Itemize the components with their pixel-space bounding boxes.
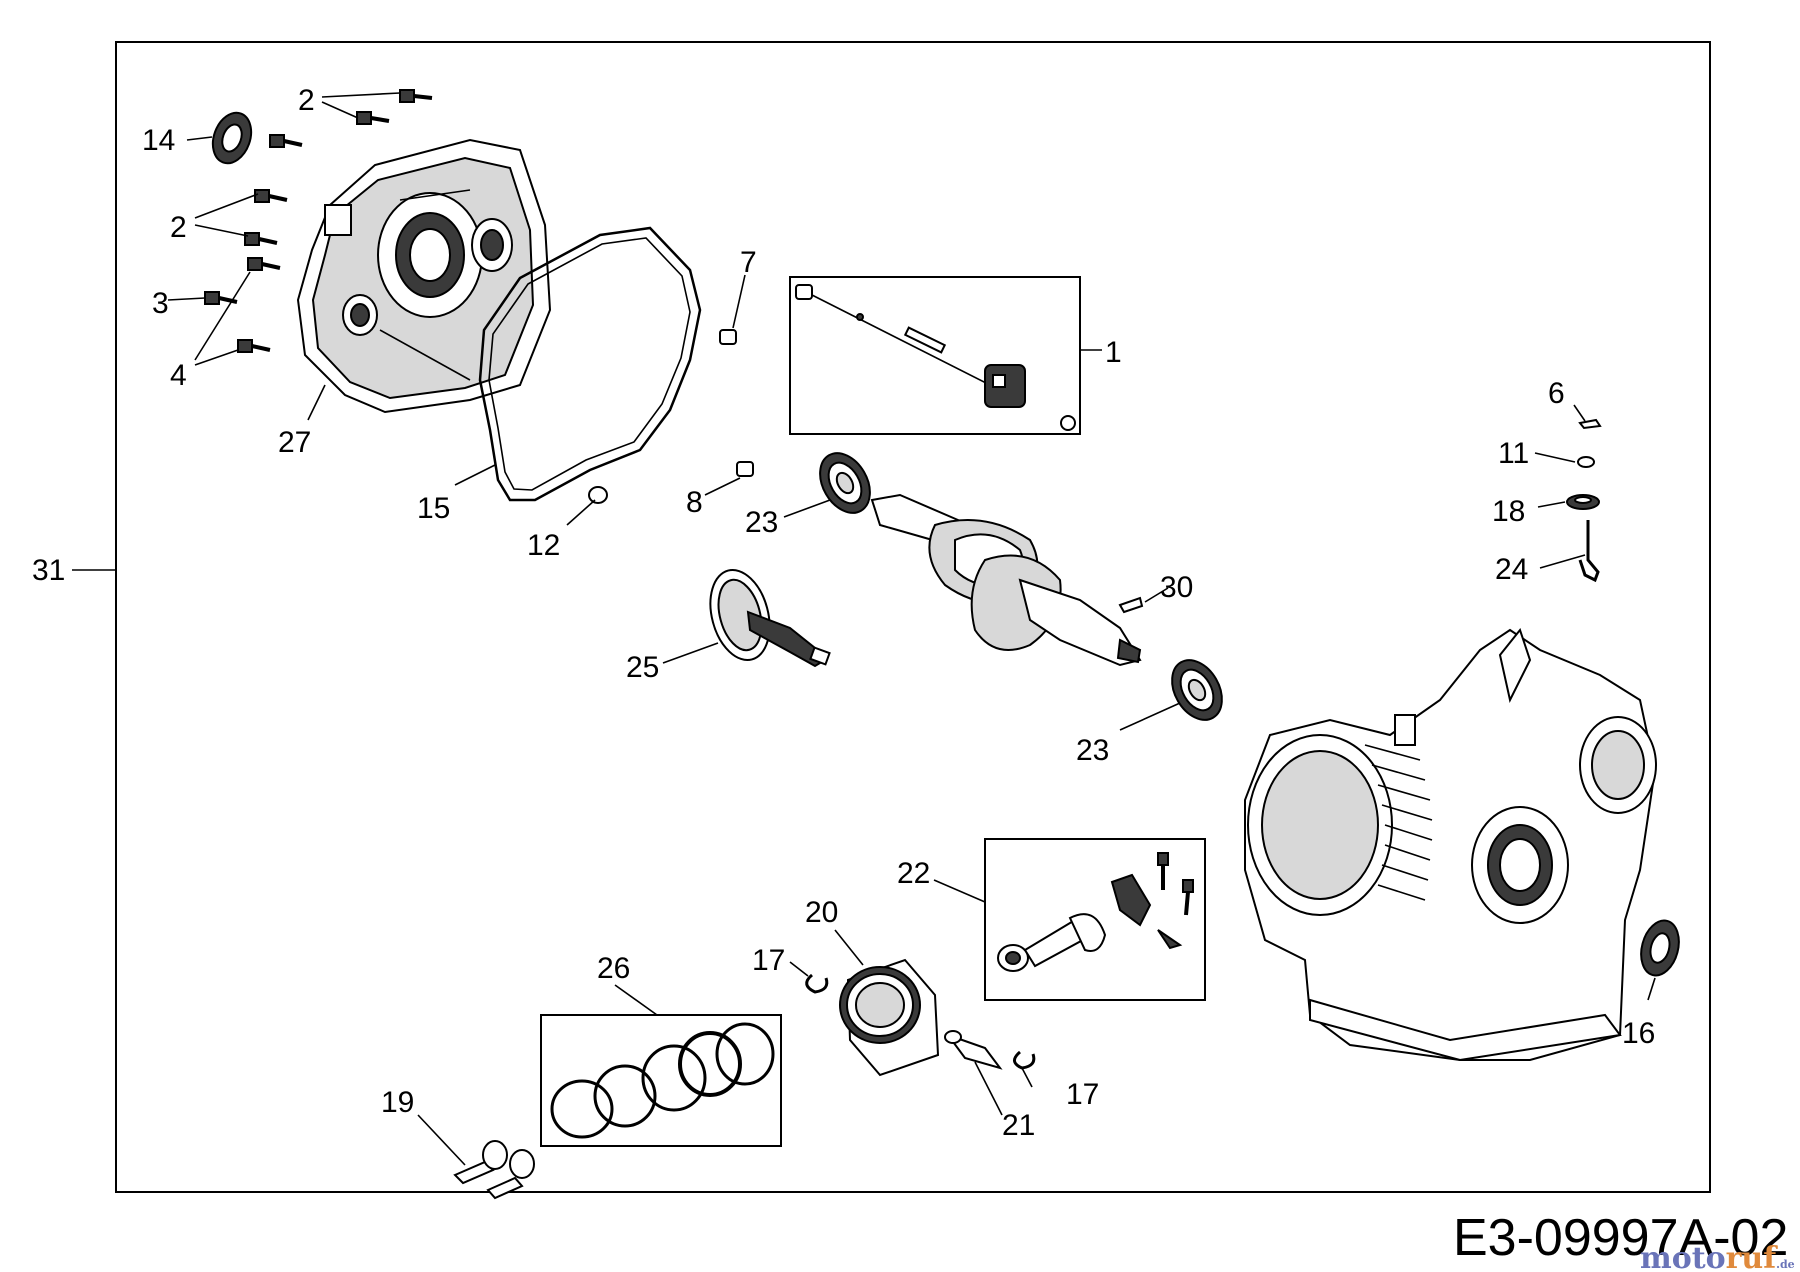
callout-23-top: 23 — [745, 506, 778, 539]
connecting-rod-kit-box — [984, 838, 1206, 1001]
leader-lines — [72, 92, 1656, 1166]
callout-17-right: 17 — [1066, 1078, 1099, 1111]
callout-15: 15 — [417, 492, 450, 525]
callout-24: 24 — [1495, 553, 1528, 586]
dowel-pin-icon — [736, 461, 754, 477]
governor-arm-parts — [1566, 418, 1602, 583]
callout-7: 7 — [740, 246, 757, 279]
tappet-icon — [453, 1140, 535, 1200]
callout-14: 14 — [142, 124, 175, 157]
circlip-icon — [805, 973, 829, 994]
callout-31: 31 — [32, 554, 65, 587]
callout-30: 30 — [1160, 571, 1193, 604]
assembly-frame — [115, 41, 1711, 1193]
bearing-icon — [1171, 659, 1223, 721]
callout-2-top: 2 — [298, 84, 315, 117]
callout-8: 8 — [686, 486, 703, 519]
piston-ring-kit-box — [540, 1014, 782, 1147]
connecting-rod-icon — [997, 852, 1194, 972]
governor-assembly-icon — [795, 284, 1076, 431]
gasket-icon — [478, 226, 702, 502]
callout-23-bottom: 23 — [1076, 734, 1109, 767]
callout-27: 27 — [278, 426, 311, 459]
callout-20: 20 — [805, 896, 838, 929]
crankcase-cover-icon[interactable] — [296, 138, 552, 414]
bolt-icon — [204, 89, 433, 353]
watermark-logo: motoruf.de — [1640, 1241, 1795, 1272]
piston-pin-icon — [945, 1032, 1003, 1070]
callout-19: 19 — [381, 1086, 414, 1119]
seal-icon — [1640, 919, 1680, 977]
callout-6: 6 — [1548, 377, 1565, 410]
callout-25: 25 — [626, 651, 659, 684]
crankshaft-icon — [870, 493, 1142, 667]
callout-17-left: 17 — [752, 944, 785, 977]
crankcase-icon — [1244, 627, 1657, 1062]
callout-18: 18 — [1492, 495, 1525, 528]
callout-26: 26 — [597, 952, 630, 985]
circlip-icon — [1013, 1050, 1036, 1070]
piston-ring-icon — [550, 1022, 775, 1139]
bearing-icon — [819, 452, 871, 514]
callout-16: 16 — [1622, 1017, 1655, 1050]
callout-1: 1 — [1105, 336, 1122, 369]
callout-12: 12 — [527, 529, 560, 562]
seal-icon — [211, 111, 253, 165]
callout-3: 3 — [152, 287, 169, 320]
o-ring-icon — [588, 486, 608, 504]
governor-kit-box — [789, 276, 1081, 435]
key-icon — [1118, 596, 1144, 614]
callout-11: 11 — [1498, 437, 1529, 470]
camshaft-icon — [709, 568, 831, 668]
callout-21: 21 — [1002, 1109, 1035, 1142]
callout-22: 22 — [897, 857, 930, 890]
piston-icon — [839, 958, 940, 1077]
diagram-code: E3-09997A-02 — [1453, 1209, 1788, 1267]
dowel-pin-icon — [719, 329, 737, 345]
callout-4: 4 — [170, 359, 187, 392]
callout-2-left: 2 — [170, 211, 187, 244]
